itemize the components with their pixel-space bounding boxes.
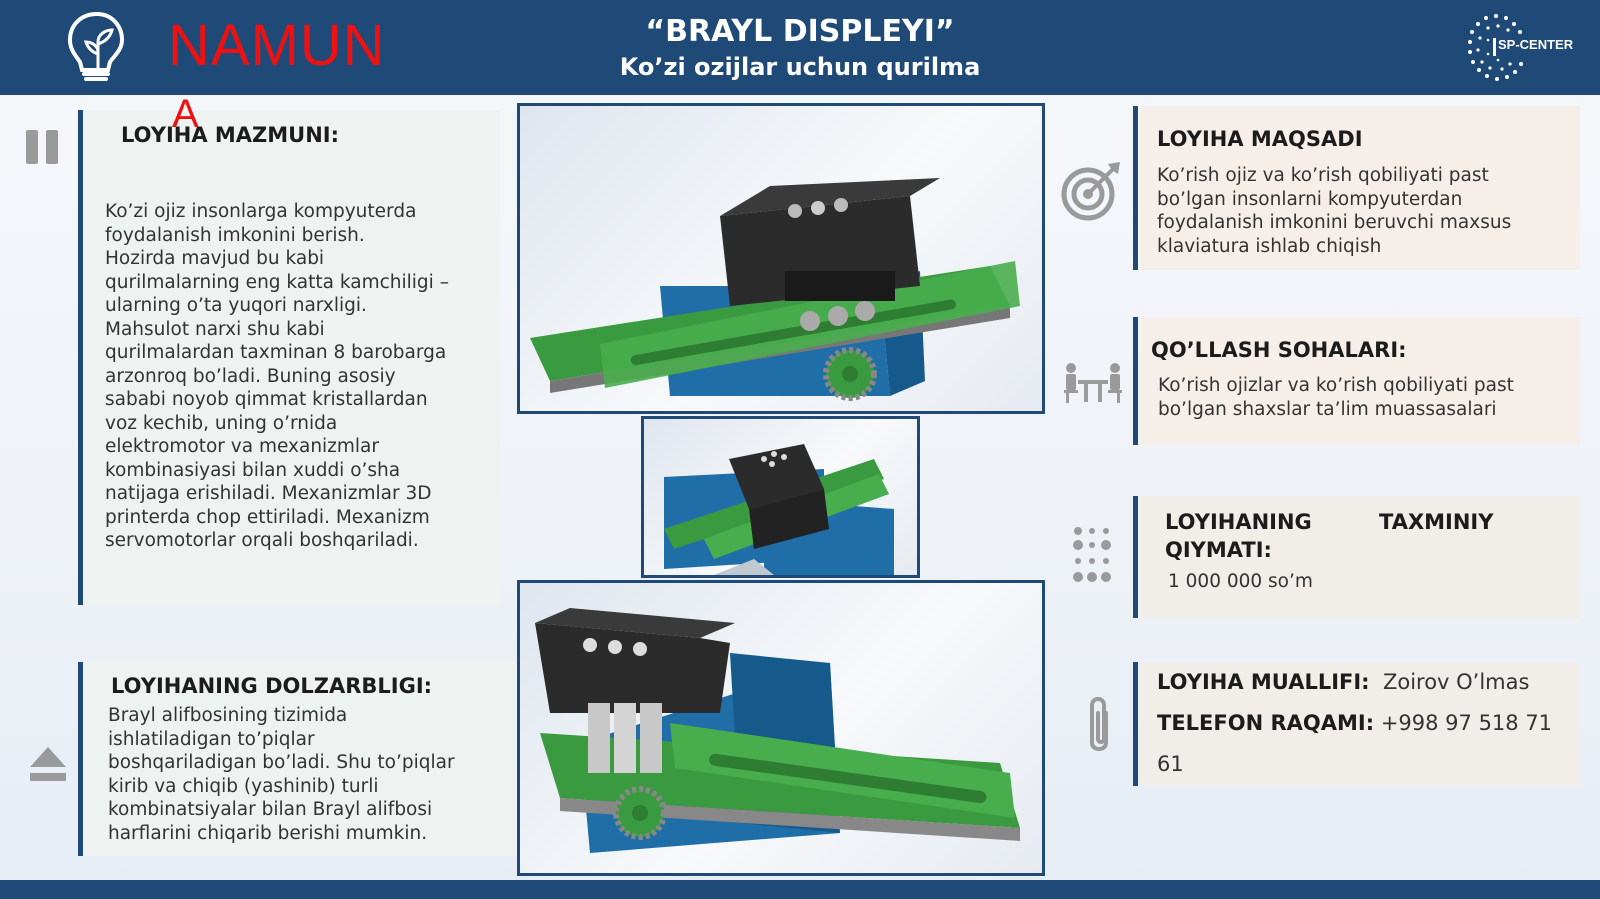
- phone-row: TELEFON RAQAMI: +998 97 518 71: [1157, 709, 1552, 737]
- phone-label: TELEFON RAQAMI:: [1157, 711, 1375, 735]
- header-bar: [0, 0, 1600, 95]
- meeting-icon: [1064, 363, 1122, 403]
- render-image-top: [517, 103, 1045, 414]
- phone-value: +998 97 518 71: [1380, 711, 1553, 735]
- watermark-text: NAMUN: [168, 13, 386, 78]
- cost-accent-bar: [1133, 496, 1138, 618]
- watermark-text-2: A: [172, 92, 199, 136]
- sp-center-logo: [1468, 14, 1523, 81]
- areas-heading: QO’LLASH SOHALARI:: [1151, 338, 1407, 362]
- author-label: LOYIHA MUALLIFI:: [1157, 670, 1370, 694]
- eject-icon: [30, 747, 66, 781]
- cost-heading-2: TAXMINIY: [1379, 510, 1494, 534]
- content-accent-bar: [78, 110, 83, 605]
- sp-center-label: SP-CENTER: [1498, 37, 1574, 52]
- author-row: LOYIHA MUALLIFI: Zoirov O’lmas: [1157, 668, 1529, 696]
- cost-heading-1: LOYIHANING: [1165, 510, 1312, 534]
- braille-mechanism-render-1: [530, 178, 1020, 401]
- author-panel: [1140, 662, 1580, 786]
- footer-bar: [0, 880, 1600, 899]
- paperclip-icon: [1090, 697, 1108, 751]
- lightbulb-brain-icon: [67, 11, 125, 81]
- braille-mechanism-render-2: [664, 444, 894, 575]
- areas-panel: [1140, 317, 1580, 445]
- cost-value: 1 000 000 so’m: [1168, 571, 1313, 592]
- pause-icon: [26, 130, 58, 164]
- content-panel: [83, 110, 500, 605]
- relevance-panel: [83, 662, 518, 856]
- goal-panel: [1140, 106, 1580, 270]
- goal-accent-bar: [1133, 106, 1138, 270]
- author-name: Zoirov O’lmas: [1382, 670, 1530, 694]
- relevance-text: Brayl alifbosining tizimida ishlatiladig…: [108, 705, 455, 844]
- areas-accent-bar: [1133, 317, 1138, 445]
- goal-text: Ko’rish ojiz va ko’rish qobiliyati past …: [1157, 165, 1512, 257]
- page-title: “BRAYL DISPLEYI”: [645, 14, 955, 49]
- goal-heading: LOYIHA MAQSADI: [1157, 127, 1363, 151]
- render-image-middle: [641, 416, 920, 578]
- cost-heading-3: QIYMATI:: [1165, 538, 1272, 562]
- target-icon: [1061, 162, 1120, 221]
- content-text: Ko’zi ojiz insonlarga kompyuterda foydal…: [105, 201, 449, 551]
- page-subtitle: Ko’zi ozijlar uchun qurilma: [619, 53, 981, 81]
- render-image-bottom: [517, 580, 1045, 876]
- phone-value-continued: 61: [1157, 752, 1184, 776]
- relevance-heading: LOYIHANING DOLZARBLIGI:: [111, 674, 433, 698]
- braille-mechanism-render-3: [535, 608, 1020, 853]
- cost-panel: [1140, 496, 1580, 618]
- areas-text: Ko’rish ojizlar va ko’rish qobiliyati pa…: [1158, 375, 1514, 420]
- dots-icon: [1073, 527, 1111, 582]
- author-accent-bar: [1133, 662, 1138, 786]
- relevance-accent-bar: [78, 662, 83, 856]
- content-heading: LOYIHA MAZMUNI:: [121, 123, 340, 147]
